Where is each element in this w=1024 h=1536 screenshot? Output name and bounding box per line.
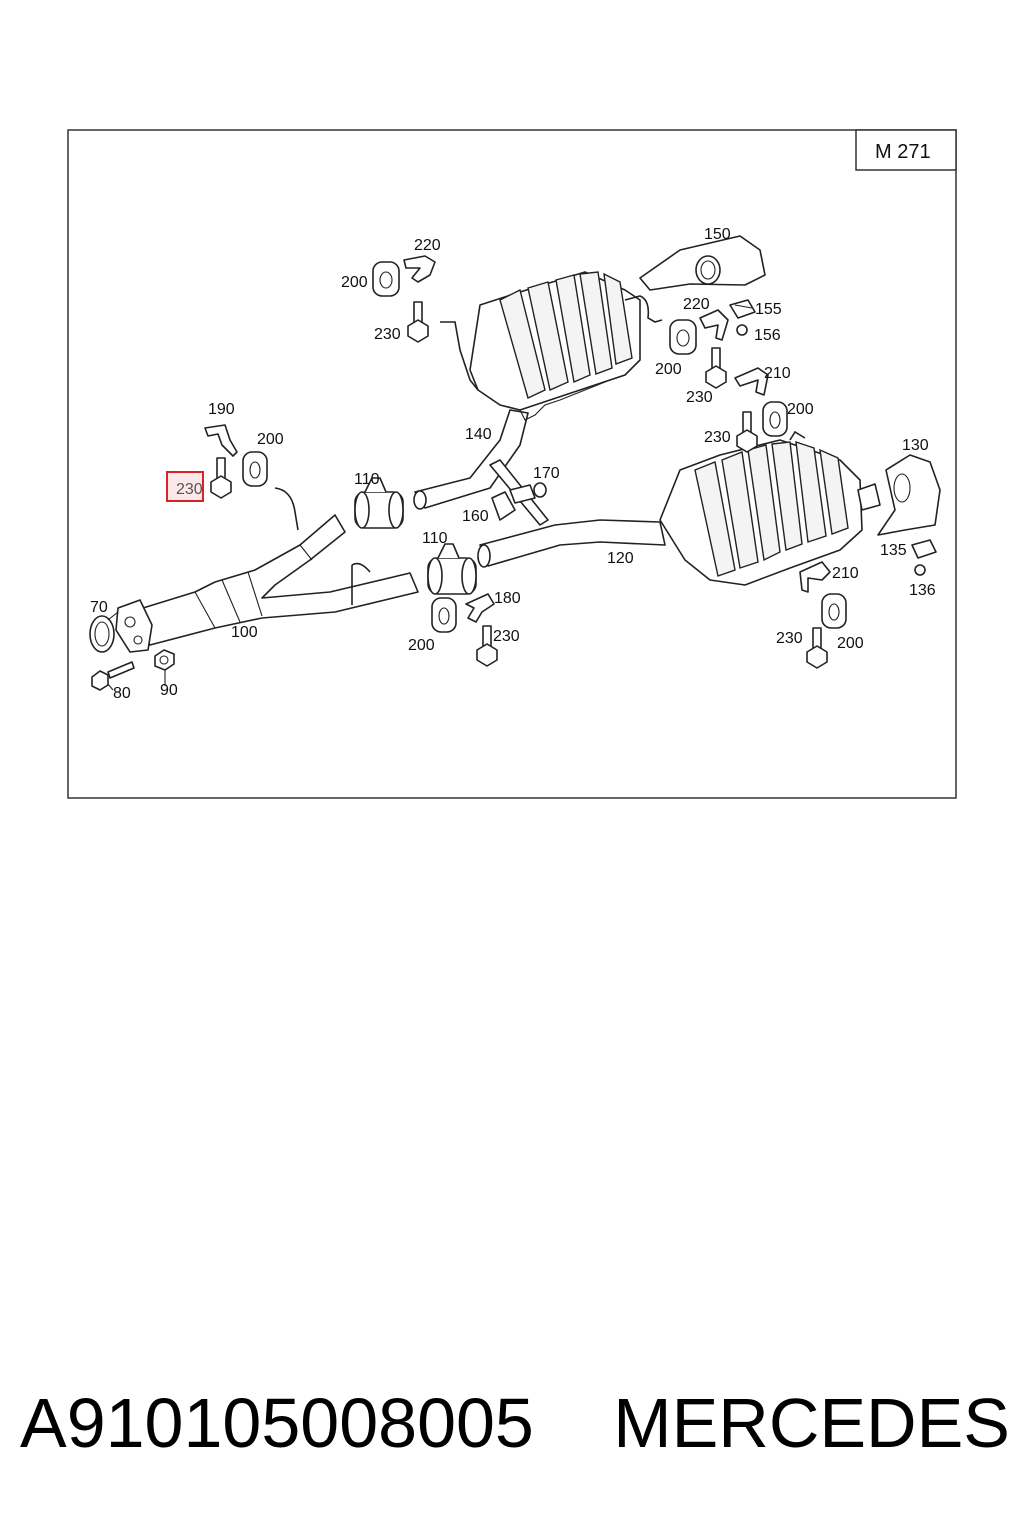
callout-110-upper: 110 [354, 471, 380, 488]
bracket-210-lower [799, 561, 831, 593]
bracket-190 [204, 424, 238, 457]
callout-220-lower: 220 [683, 296, 710, 313]
nut-136 [914, 564, 926, 576]
rear-muffler-upper [440, 271, 663, 421]
engine-tag-box [855, 129, 957, 171]
callout-80: 80 [113, 685, 131, 702]
callout-135: 135 [880, 542, 907, 559]
rubber-mount-f [821, 593, 847, 629]
tailpipe-tip-left [639, 235, 766, 291]
flange-nut [154, 649, 175, 671]
clamp-lower [427, 543, 477, 595]
callout-150: 150 [704, 226, 731, 243]
callout-136: 136 [909, 582, 936, 599]
bolt-230-d [476, 625, 498, 667]
part-number: A910105008005 [20, 1384, 534, 1462]
callout-140: 140 [465, 426, 492, 443]
intermediate-pipe-upper [413, 409, 529, 510]
callout-230-highlighted[interactable]: 230 [176, 481, 203, 498]
callout-200-a: 200 [341, 274, 368, 291]
center-bracket [489, 459, 549, 526]
callout-170: 170 [533, 465, 560, 482]
callout-230-a: 230 [374, 326, 401, 343]
bracket-180 [465, 593, 495, 623]
bolt-230-e [806, 627, 828, 669]
callout-200-e: 200 [408, 637, 435, 654]
rubber-mount-a [372, 261, 400, 297]
callout-90: 90 [160, 682, 178, 699]
callout-230-d: 230 [493, 628, 520, 645]
front-y-pipe [115, 487, 419, 653]
rear-muffler-lower [659, 430, 881, 586]
bracket-210-upper [734, 367, 769, 396]
callout-230-c: 230 [704, 429, 731, 446]
callout-156: 156 [754, 327, 781, 344]
bolt-230-c [736, 411, 758, 453]
callout-210-lower: 210 [832, 565, 859, 582]
callout-200-d: 200 [787, 401, 814, 418]
callout-200-b: 200 [257, 431, 284, 448]
callout-210-upper: 210 [764, 365, 791, 382]
callout-190: 190 [208, 401, 235, 418]
callout-155: 155 [755, 301, 782, 318]
callout-100: 100 [231, 624, 258, 641]
engine-tag: M 271 [875, 141, 931, 163]
flange-bolt [91, 661, 135, 691]
callout-220-upper: 220 [414, 237, 441, 254]
rubber-mount-d [762, 401, 788, 437]
callout-70: 70 [90, 599, 108, 616]
rubber-mount-e [431, 597, 457, 633]
clamp-upper [354, 477, 404, 529]
clip-155 [729, 299, 756, 319]
bracket-220-lower [699, 309, 729, 341]
callout-200-c: 200 [655, 361, 682, 378]
rubber-mount-c [669, 319, 697, 355]
callout-110-lower: 110 [422, 530, 448, 547]
rubber-mount-b [242, 451, 268, 487]
callout-230-b: 230 [686, 389, 713, 406]
gasket-ring [89, 615, 115, 653]
callout-200-f: 200 [837, 635, 864, 652]
callout-230-e: 230 [776, 630, 803, 647]
bolt-230-a [407, 301, 429, 343]
highlight-box [166, 471, 204, 502]
part-caption: A910105008005 MERCEDES [20, 1378, 1010, 1468]
brand-name: MERCEDES [613, 1384, 1010, 1462]
callout-160: 160 [462, 508, 489, 525]
bolt-230-b [705, 347, 727, 389]
callout-130: 130 [902, 437, 929, 454]
tailpipe-tip-right [877, 454, 941, 536]
callout-180: 180 [494, 590, 521, 607]
bracket-220-upper [403, 255, 436, 283]
clip-135 [911, 539, 937, 559]
callout-120: 120 [607, 550, 634, 567]
nut-156 [736, 324, 748, 336]
bolt-230-highlighted [210, 457, 232, 499]
